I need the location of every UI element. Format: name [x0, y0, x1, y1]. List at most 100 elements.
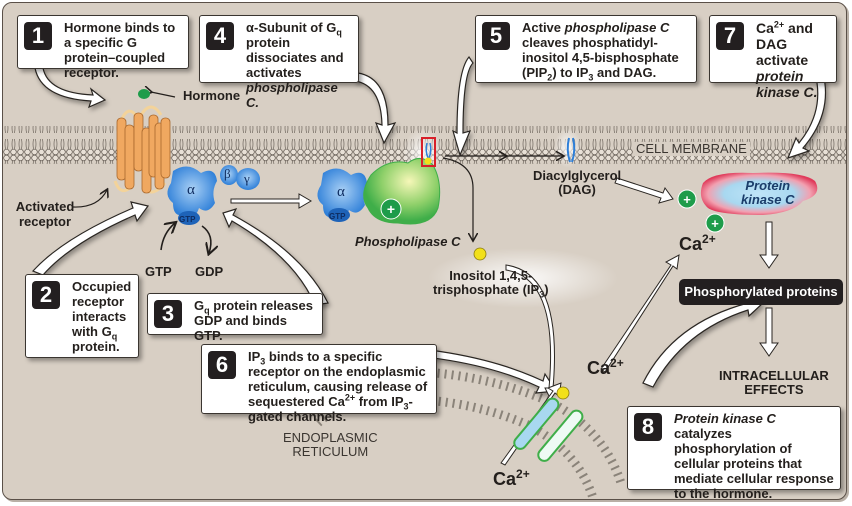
- dag-plus: [677, 189, 697, 209]
- phosphorylated-proteins-box: Phosphorylated proteins: [679, 279, 843, 305]
- step-6-sub2: 3: [403, 401, 409, 412]
- activated-receptor-label: Activated receptor: [15, 199, 75, 229]
- ip3-label-post: ): [544, 282, 549, 297]
- hormone-molecule: [138, 89, 150, 99]
- cell-membrane-label: CELL MEMBRANE: [633, 142, 750, 156]
- dag-molecule: [566, 137, 576, 163]
- pkc-label-line2: kinase C: [741, 192, 795, 207]
- activated-receptor-text: Activated receptor: [15, 199, 75, 229]
- step-8-italic: Protein kinase C: [674, 411, 776, 426]
- step-4-badge: 4: [206, 22, 234, 50]
- alpha-label-2: α: [337, 184, 345, 200]
- step-7-text-post: and DAG activate: [756, 20, 813, 68]
- calcium-label-released: Ca2+: [587, 356, 624, 378]
- intracellular-effects-label: INTRACELLULAR EFFECTS: [719, 369, 829, 397]
- gtp-label: GTP: [145, 264, 172, 279]
- er-label-line1: ENDOPLASMIC: [283, 430, 378, 445]
- step-1-callout: 1 Hormone binds to a specific G protein–…: [17, 15, 189, 80]
- gtp-on-alpha-label: GTP: [329, 212, 346, 221]
- ca-sup-3: 2+: [516, 467, 530, 481]
- gdp-label: GDP: [195, 264, 224, 279]
- step-3-sub: q: [204, 305, 210, 316]
- step-5-text-post: cleaves phosphatidyl-inositol 4,5-bispho…: [522, 35, 679, 80]
- svg-text:+: +: [683, 192, 691, 207]
- er-label-line2: RETICULUM: [292, 444, 369, 459]
- phospholipase-c-label: Phospholipase C: [355, 234, 461, 249]
- svg-text:+: +: [387, 201, 395, 217]
- step-1-text: Hormone binds to a specific G protein–co…: [64, 20, 176, 80]
- ip3-label-line1: Inositol 1,4,5-: [449, 268, 533, 283]
- step-4-italic: phospholipase C.: [246, 80, 338, 110]
- step-2-text-post: protein.: [72, 339, 120, 354]
- calcium-label-pkc: Ca2+: [679, 233, 716, 254]
- dag-label: Diacylglycerol (DAG): [533, 169, 621, 197]
- ca-sup-2: 2+: [610, 356, 624, 370]
- step-7-sup: 2+: [773, 19, 785, 30]
- step-2-badge: 2: [32, 281, 60, 309]
- step-7-badge: 7: [716, 22, 744, 50]
- ip3-label-sub: 3: [539, 289, 545, 300]
- diagram-art: + + +: [3, 56, 846, 499]
- step-1-badge: 1: [24, 22, 52, 50]
- step-2-sub: q: [111, 331, 118, 342]
- g-protein-coupled-receptor: [113, 105, 171, 194]
- step-2-text-pre: Occupied receptor interacts with G: [72, 279, 132, 339]
- g-alpha-subunit: [317, 168, 367, 222]
- dag-label-line1: Diacylglycerol: [533, 168, 622, 183]
- calcium-plus: [705, 213, 725, 233]
- step-4-text-post: protein dissociates and activates: [246, 35, 344, 80]
- callout-arrows: [31, 56, 827, 394]
- protein-kinase-c-label: Protein kinase C: [741, 179, 794, 207]
- hormone-label: Hormone: [183, 88, 241, 103]
- step-8-callout: 8 Protein kinase C catalyzes phosphoryla…: [627, 406, 841, 499]
- step-3-text-pre: G: [194, 298, 205, 313]
- beta-label: β: [224, 166, 231, 181]
- step-5-callout: 5 Active phospholipase C cleaves phospha…: [475, 15, 697, 83]
- protein-kinase-c: [700, 172, 818, 215]
- step-8-text-post: catalyzes phosphorylation of cellular pr…: [674, 426, 834, 500]
- step-6-text-post2: from IP: [355, 394, 404, 409]
- ip3-gated-channel: [513, 386, 584, 462]
- pip2-molecule: [421, 137, 436, 167]
- step-5-italic: phospholipase C: [564, 20, 670, 35]
- diagram-frame: + + + 1 Hormone binds to a specific G pr…: [2, 2, 847, 500]
- calcium-label-er: Ca2+: [493, 467, 530, 488]
- alpha-label: α: [187, 182, 195, 198]
- er-label: ENDOPLASMIC RETICULUM: [283, 431, 378, 459]
- step-6-callout: 6 IP3 binds to a specific receptor on th…: [201, 344, 437, 424]
- step-5-text-pre: Active: [522, 20, 565, 35]
- step-5-sub: 2: [547, 72, 553, 83]
- intracellular-line1: INTRACELLULAR: [719, 368, 829, 383]
- ip3-label: Inositol 1,4,5- trisphosphate (IP3): [433, 268, 549, 300]
- step-3-callout: 3 Gq protein releases GDP and binds GTP.: [147, 293, 323, 343]
- ip3-label-pre: trisphosphate (IP: [433, 282, 540, 297]
- ca-text-2: Ca: [587, 358, 611, 378]
- step-6-text-post3: -gated channels.: [248, 394, 413, 424]
- step-3-text-post: protein releases GDP and binds GTP.: [194, 298, 313, 343]
- step-3-badge: 3: [154, 300, 182, 328]
- dag-label-line2: (DAG): [558, 182, 596, 197]
- phospholipase-c: [363, 158, 441, 225]
- step-7-text-pre: Ca: [756, 20, 774, 36]
- step-6-sup: 2+: [344, 392, 356, 403]
- step-4-text-pre: α-Subunit of G: [246, 20, 337, 35]
- step-5-badge: 5: [482, 22, 510, 50]
- ca-text: Ca: [679, 234, 703, 254]
- gamma-label: γ: [244, 171, 250, 186]
- step-6-badge: 6: [208, 351, 236, 379]
- svg-text:+: +: [711, 216, 719, 231]
- step-6-text-post: binds to a specific receptor on the endo…: [248, 349, 428, 409]
- step-5-text-post3: and DAG.: [593, 65, 657, 80]
- step-5-text-post2: ) to IP: [552, 65, 589, 80]
- g-protein-heterotrimer: [167, 165, 260, 225]
- step-7-italic: protein kinase C.: [756, 68, 818, 100]
- ip3-molecule: [473, 247, 487, 261]
- pkc-label-line1: Protein: [745, 178, 791, 193]
- plc-active-plus: [380, 198, 402, 220]
- step-6-sub: 3: [260, 356, 266, 367]
- ip3-label-line2: trisphosphate (IP3): [433, 282, 549, 300]
- step-6-text-pre: IP: [248, 349, 261, 364]
- step-8-badge: 8: [634, 413, 662, 441]
- intracellular-line2: EFFECTS: [744, 382, 804, 397]
- step-2-callout: 2 Occupied receptor interacts with Gq pr…: [25, 274, 139, 358]
